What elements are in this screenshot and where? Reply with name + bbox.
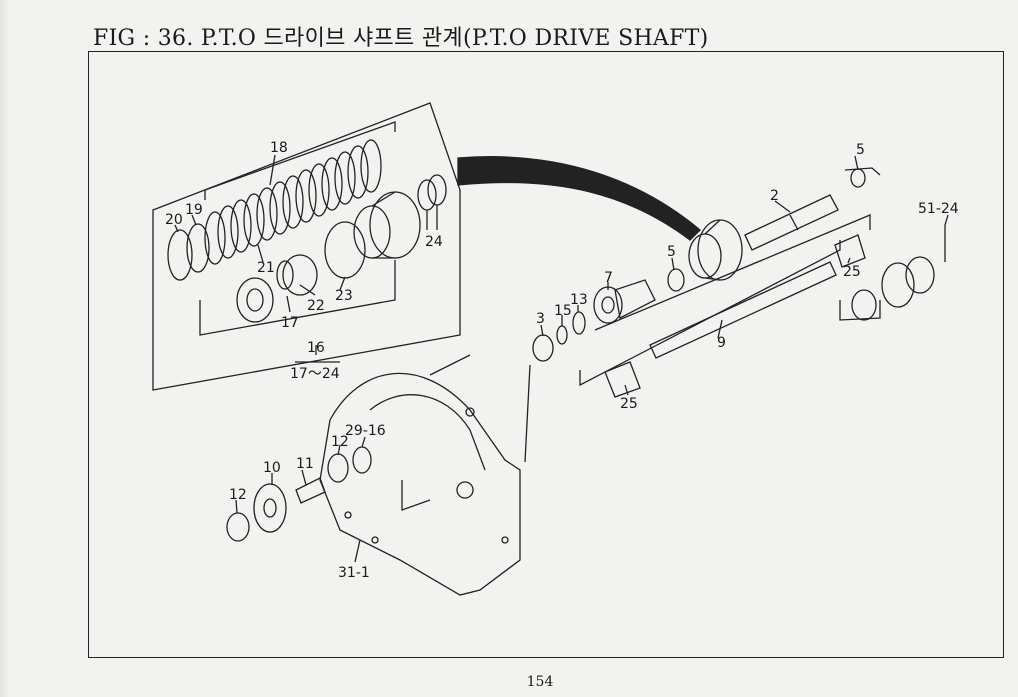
callout-51-24: 51-24: [918, 201, 959, 217]
callout-7: 7: [604, 270, 613, 286]
callout-21: 21: [257, 260, 275, 276]
callout-17-24: 17～24: [290, 366, 340, 382]
bushing-25-lower: [604, 361, 641, 398]
figure-frame: [88, 51, 1004, 658]
callout-5-top: 5: [856, 142, 865, 158]
pto-clutch-housing: [688, 219, 743, 281]
page-title: FIG : 36. P.T.O 드라이브 샤프트 관계(P.T.O DRIVE …: [93, 26, 709, 51]
callout-25-lower: 25: [620, 396, 638, 412]
callout-22: 22: [307, 298, 325, 314]
callout-23: 23: [335, 288, 353, 304]
callout-19: 19: [185, 202, 203, 218]
o-ring-24a: [417, 179, 437, 211]
callout-16: 16: [307, 340, 325, 356]
callout-18: 18: [270, 140, 288, 156]
shaft-11: [295, 477, 326, 504]
bearing-right: [851, 289, 877, 321]
callout-9: 9: [717, 335, 726, 351]
snap-ring-20: [167, 229, 193, 281]
callout-29-16: 29-16: [345, 423, 386, 439]
scan-edge: [0, 0, 10, 697]
gear-51-24: [881, 262, 915, 308]
callout-10: 10: [263, 460, 281, 476]
shaft-9: [649, 261, 837, 359]
callout-2: 2: [770, 188, 779, 204]
inset-box-outline: [152, 102, 461, 391]
o-ring-24b: [427, 174, 447, 206]
bushing-25-upper: [834, 234, 866, 268]
bearing-5-lower: [667, 268, 685, 292]
bearing-3: [532, 334, 554, 362]
callout-17: 17: [281, 315, 299, 331]
callout-12-lower: 12: [229, 487, 247, 503]
shaft-box-lower: [579, 240, 841, 387]
inset-connector: [457, 156, 701, 241]
callout-25-upper: 25: [843, 264, 861, 280]
bearing-12-lower: [226, 512, 250, 542]
callout-13: 13: [570, 292, 588, 308]
seal-29-16: [352, 446, 372, 474]
seal-22: [282, 254, 318, 296]
page-number: 154: [526, 674, 554, 690]
washer-15: [556, 325, 568, 345]
spacer-13: [572, 311, 586, 335]
callout-5-lower: 5: [667, 244, 676, 260]
callout-31-1: 31-1: [338, 565, 370, 581]
bearing-5-top: [850, 168, 866, 188]
group-bracket-16: [199, 260, 396, 336]
callout-3: 3: [536, 311, 545, 327]
clutch-drum: [353, 191, 421, 259]
callout-15: 15: [554, 303, 572, 319]
callout-24: 24: [425, 234, 443, 250]
gear-10: [253, 483, 287, 533]
clutch-plates-18: [204, 121, 396, 265]
plate-19: [186, 223, 210, 273]
transmission-case-31-1: [319, 372, 521, 596]
callout-12-upper: 12: [331, 434, 349, 450]
callout-20: 20: [165, 212, 183, 228]
callout-11: 11: [296, 456, 314, 472]
pto-shaft-2: [744, 194, 839, 251]
bearing-12-upper: [327, 453, 349, 483]
ring-22: [276, 260, 294, 290]
piston-17: [236, 277, 274, 323]
